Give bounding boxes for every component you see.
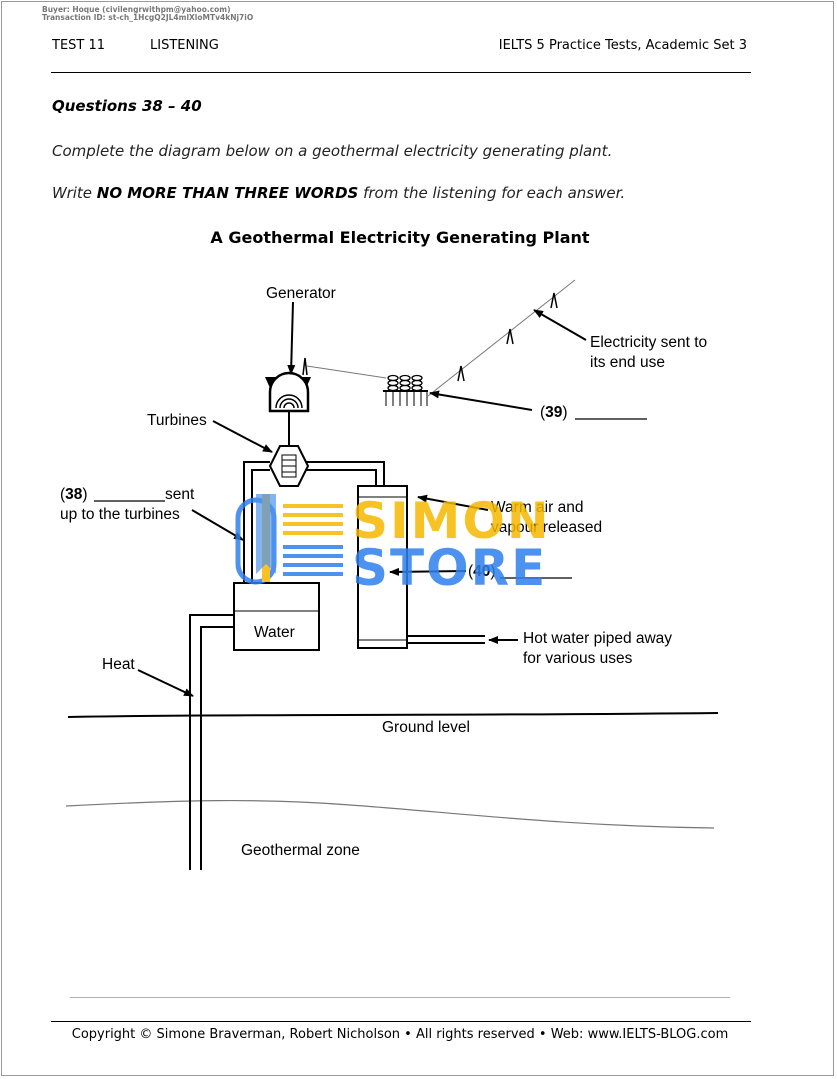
turbine-icon [268, 445, 310, 487]
q38-arrow [191, 509, 244, 541]
q40-arrow [389, 567, 467, 576]
label-electricity-1: Electricity sent to [590, 334, 707, 351]
label-q38: (38) [60, 486, 88, 503]
label-hot-2: for various uses [523, 650, 633, 667]
header-rule [51, 72, 751, 73]
questions-title: Questions 38 – 40 [52, 97, 202, 115]
water-tank [233, 582, 320, 651]
header-section: LISTENING [150, 38, 219, 53]
q40-number: 40 [473, 563, 490, 580]
header-book: IELTS 5 Practice Tests, Academic Set 3 [498, 38, 747, 53]
label-warm-1: Warm air and [491, 499, 583, 516]
q38-number: 38 [65, 486, 83, 503]
buyer-line: Buyer: Hoque (civilengrwithpm@yahoo.com) [42, 5, 231, 14]
label-turbines: Turbines [147, 412, 207, 429]
label-q40: (40) [468, 563, 496, 580]
instruction-2-pre: Write [52, 184, 97, 202]
transaction-line: Transaction ID: st-ch_1HcgQ2JL4mlXloMTv4… [42, 13, 254, 22]
buyer-info: Buyer: Hoque (civilengrwithpm@yahoo.com)… [42, 6, 253, 22]
geothermal-line [65, 799, 715, 829]
label-q38-line2: up to the turbines [60, 506, 180, 523]
instruction-2-bold: NO MORE THAN THREE WORDS [96, 184, 359, 202]
instruction-2: Write NO MORE THAN THREE WORDS from the … [52, 184, 625, 202]
label-electricity-2: its end use [590, 354, 665, 371]
watermark-logo: SIMON STORE [235, 492, 551, 597]
watermark-line1: SIMON [352, 492, 551, 550]
electricity-arrow [533, 309, 587, 341]
label-hot-1: Hot water piped away [523, 630, 672, 647]
instruction-1: Complete the diagram below on a geotherm… [52, 142, 613, 160]
footer-rule-light [70, 997, 730, 998]
ground-line [67, 712, 719, 718]
instruction-2-post: from the listening for each answer. [358, 184, 626, 202]
cooling-tower [357, 485, 408, 649]
q39-arrow [429, 390, 533, 411]
footer-rule [51, 1021, 751, 1022]
label-warm-2: vapour released [491, 519, 602, 536]
label-q39: (39) [540, 404, 568, 421]
watermark-line2: STORE [352, 539, 547, 597]
footer-copyright: Copyright © Simone Braverman, Robert Nic… [71, 1027, 729, 1042]
warm-air-arrow [417, 494, 489, 511]
label-generator: Generator [266, 285, 336, 302]
label-heat: Heat [102, 656, 135, 673]
diagram-title: A Geothermal Electricity Generating Plan… [210, 228, 590, 247]
plant-diagram: Generator Electricity sent to its end us… [60, 279, 719, 870]
generator-arrow [287, 301, 296, 375]
well-pipe [189, 614, 234, 870]
generator-icon [265, 357, 311, 413]
turbines-arrow [212, 420, 273, 453]
header-test: TEST 11 [52, 38, 106, 53]
label-ground: Ground level [382, 719, 470, 736]
heat-arrow [137, 669, 194, 697]
label-q38-sent: sent [165, 486, 195, 503]
turbine-pipes [243, 461, 385, 583]
label-water: Water [254, 624, 295, 641]
q39-number: 39 [545, 404, 563, 421]
pylon-icons [457, 292, 558, 382]
watermark-emblem-icon [235, 494, 343, 585]
transformer-icon [383, 374, 428, 406]
label-geothermal: Geothermal zone [241, 842, 360, 859]
